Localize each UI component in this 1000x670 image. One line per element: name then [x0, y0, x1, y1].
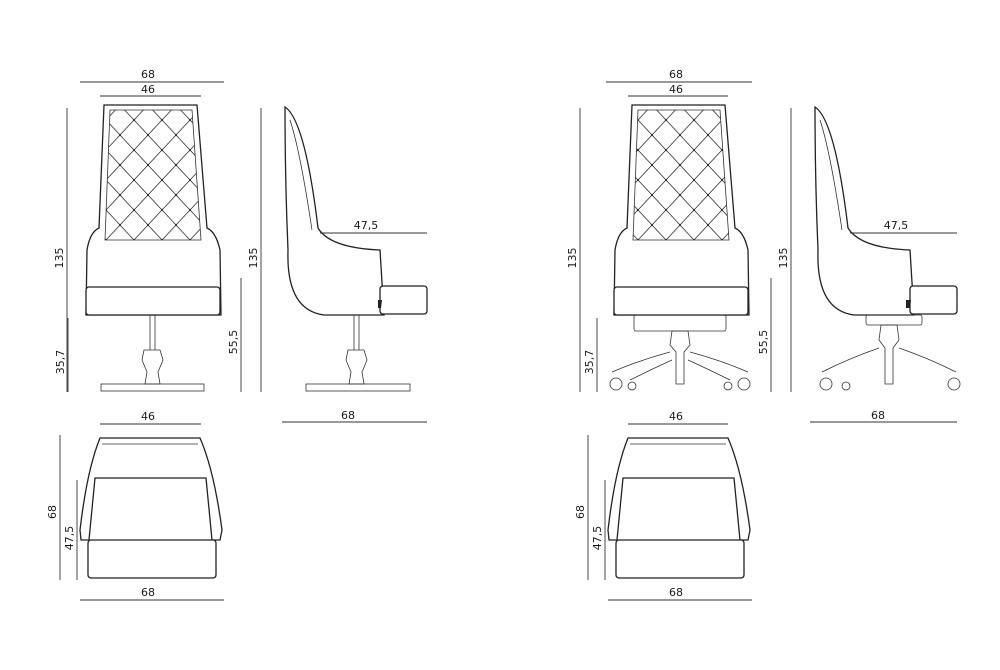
right-top-view: 46 68 47,5 68	[574, 410, 752, 601]
column	[669, 330, 691, 385]
star-base-legs	[821, 347, 957, 373]
right-front-width-inner: 46	[669, 83, 683, 96]
right-top-width-inner: 46	[669, 410, 683, 423]
left-top-depth-total: 68	[46, 505, 59, 519]
seat-cushion	[613, 286, 749, 316]
seat-cushion	[909, 285, 958, 315]
base-plate	[100, 383, 205, 392]
left-side-height-total: 135	[247, 248, 260, 269]
seat-cushion	[379, 285, 428, 315]
right-top-depth-total: 68	[574, 505, 587, 519]
right-side-seat-depth: 47,5	[884, 219, 909, 232]
star-base-legs	[611, 351, 749, 381]
chair-front-swivel	[609, 104, 751, 391]
lever-mark	[906, 300, 911, 308]
left-side-view: 135 55,5 47,5 68	[227, 105, 428, 423]
left-side-height-arm: 55,5	[227, 330, 240, 355]
caster	[723, 381, 733, 391]
side-back-outline	[284, 105, 385, 316]
chair-top-swivel	[607, 437, 751, 579]
caster	[737, 377, 751, 391]
chair-side	[284, 105, 428, 392]
right-top-width-total: 68	[669, 586, 683, 599]
caster	[609, 377, 623, 391]
left-top-width-inner: 46	[141, 410, 155, 423]
tufted-panel	[104, 109, 202, 241]
seat-cushion	[85, 286, 221, 316]
side-inner-curve	[819, 119, 843, 231]
left-front-height-total: 135	[53, 248, 66, 269]
caster	[819, 377, 833, 391]
mechanism	[633, 314, 727, 332]
left-top-depth-seat: 47,5	[63, 526, 76, 551]
chair-front	[85, 104, 222, 392]
left-front-height-seat: 35,7	[54, 350, 67, 375]
right-side-height-arm: 55,5	[757, 330, 770, 355]
left-front-width-inner: 46	[141, 83, 155, 96]
caster	[841, 381, 851, 391]
right-front-height-total: 135	[566, 248, 579, 269]
base-plate	[305, 383, 411, 392]
column-ornament	[345, 349, 368, 385]
caster	[947, 377, 961, 391]
right-top-depth-seat: 47,5	[591, 526, 604, 551]
right-side-view: 135 55,5 47,5 68	[757, 105, 961, 423]
chair-top	[79, 437, 223, 579]
caster	[627, 381, 637, 391]
column	[878, 324, 900, 385]
left-top-width-total: 68	[141, 586, 155, 599]
side-back-outline	[814, 105, 915, 316]
right-front-height-seat: 35,7	[583, 350, 596, 375]
tufted-panel	[632, 109, 730, 241]
column-ornament	[141, 349, 164, 385]
mechanism	[865, 314, 923, 326]
left-side-depth-total: 68	[341, 409, 355, 422]
right-side-depth-total: 68	[871, 409, 885, 422]
left-front-view: 68 46 135 35,7	[53, 68, 224, 392]
side-inner-curve	[289, 119, 313, 231]
left-side-seat-depth: 47,5	[354, 219, 379, 232]
right-front-width-total: 68	[669, 68, 683, 81]
chair-back-outline	[613, 104, 750, 316]
left-top-view: 46 68 47,5 68	[46, 410, 224, 601]
seat-cushion	[87, 539, 217, 579]
top-back-outline	[607, 437, 751, 541]
right-front-view: 68 46 135 35,7	[566, 68, 752, 392]
right-side-height-total: 135	[777, 248, 790, 269]
top-back-outline	[79, 437, 223, 541]
chair-back-outline	[85, 104, 222, 316]
left-front-width-total: 68	[141, 68, 155, 81]
lever-mark	[378, 300, 382, 308]
chair-side-swivel	[814, 105, 961, 391]
seat-cushion	[615, 539, 745, 579]
